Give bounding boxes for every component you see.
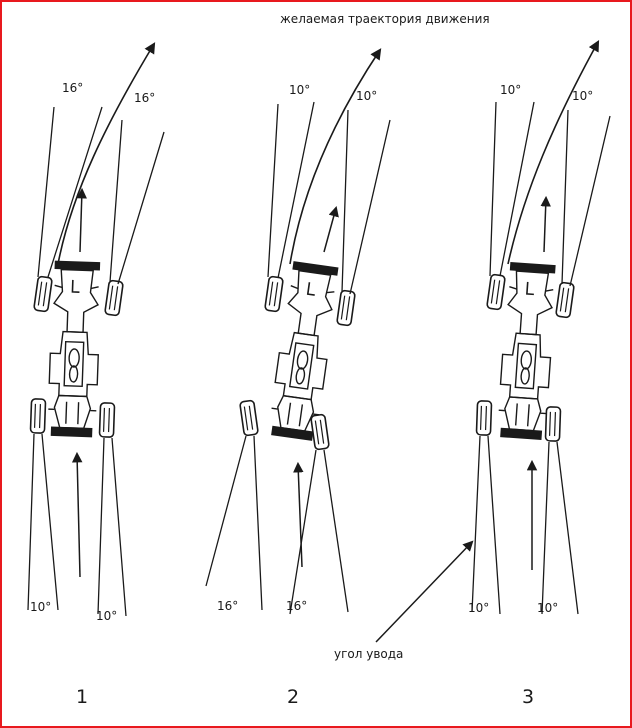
diagram-1-front-right-angle: 16° [134,91,156,105]
diagram-3-rear-left-angle: 10° [468,601,490,615]
front-left-tire [485,273,507,311]
diagram-1-front-left-angle: 16° [62,81,84,95]
diagram-3-number: 3 [522,686,535,708]
rear-right-tire [309,413,331,451]
front-right-tire [554,281,576,319]
front-right-tire [103,279,125,317]
car-diagram-2 [205,48,391,615]
diagram-2-number: 2 [287,686,300,708]
rear-left-tire [29,397,47,435]
diagram-2-rear-left-angle: 16° [217,599,239,613]
car-diagram-3 [471,40,611,615]
car-diagram-1 [27,42,165,617]
rear-right-tire [544,405,562,443]
diagram-3-rear-right-angle: 10° [537,601,559,615]
diagram-3-front-right-angle: 10° [572,89,594,103]
diagram-1-rear-right-angle: 10° [96,609,118,623]
slip-angle-pointer [375,540,474,643]
rear-right-tire [98,401,116,439]
diagram-2-front-left-angle: 10° [289,83,311,97]
desired-trajectory-label: желаемая траектория движения [280,12,490,26]
diagram-3-front-left-angle: 10° [500,83,522,97]
rear-left-tire [238,399,260,437]
diagram-1-number: 1 [76,686,89,708]
diagram-1-rear-left-angle: 10° [30,600,52,614]
front-left-tire [263,275,285,313]
diagram-2-rear-right-angle: 16° [286,599,308,613]
front-left-tire [32,275,54,313]
diagram-2-front-right-angle: 10° [356,89,378,103]
front-right-tire [335,289,357,327]
slip-angle-label: угол увода [334,647,404,661]
rear-left-tire [475,399,493,437]
